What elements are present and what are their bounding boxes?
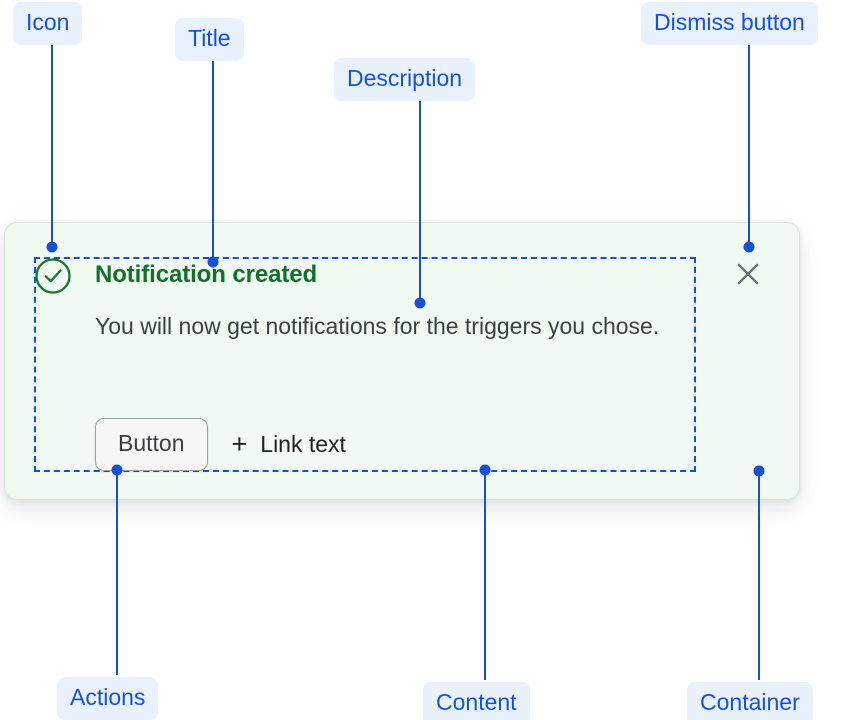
leader-dot-actions — [111, 464, 123, 476]
leader-line-dismiss-button — [748, 43, 750, 247]
leader-dot-content — [479, 464, 491, 476]
leader-line-title — [212, 58, 214, 262]
action-link[interactable]: + Link text — [232, 431, 346, 458]
dismiss-button[interactable] — [733, 259, 763, 289]
notification-description: You will now get notifications for the t… — [95, 313, 660, 339]
annotation-pill-content: Content — [423, 682, 530, 720]
leader-line-icon — [51, 42, 53, 246]
leader-line-description — [419, 99, 421, 303]
leader-line-container — [758, 471, 760, 680]
notification-title: Notification created — [95, 261, 318, 288]
leader-dot-description — [414, 297, 426, 309]
plus-icon: + — [231, 429, 248, 459]
leader-dot-dismiss-button — [743, 241, 755, 253]
check-circle-icon — [34, 257, 72, 295]
leader-dot-icon — [46, 241, 58, 253]
leader-dot-title — [207, 256, 219, 268]
notification-content-region — [34, 257, 696, 472]
annotation-pill-container: Container — [687, 682, 813, 720]
annotation-pill-title: Title — [175, 18, 244, 61]
annotation-pill-actions: Actions — [57, 677, 159, 720]
annotation-pill-description: Description — [334, 58, 476, 101]
leader-line-actions — [116, 470, 118, 675]
annotation-pill-icon: Icon — [13, 2, 83, 45]
action-link-label: Link text — [260, 431, 346, 457]
close-icon — [737, 263, 759, 285]
action-button[interactable]: Button — [95, 418, 208, 471]
annotation-pill-dismiss-button: Dismiss button — [641, 2, 818, 45]
leader-dot-container — [753, 465, 765, 477]
leader-line-content — [484, 470, 486, 680]
notification-actions: Button + Link text — [95, 418, 346, 471]
